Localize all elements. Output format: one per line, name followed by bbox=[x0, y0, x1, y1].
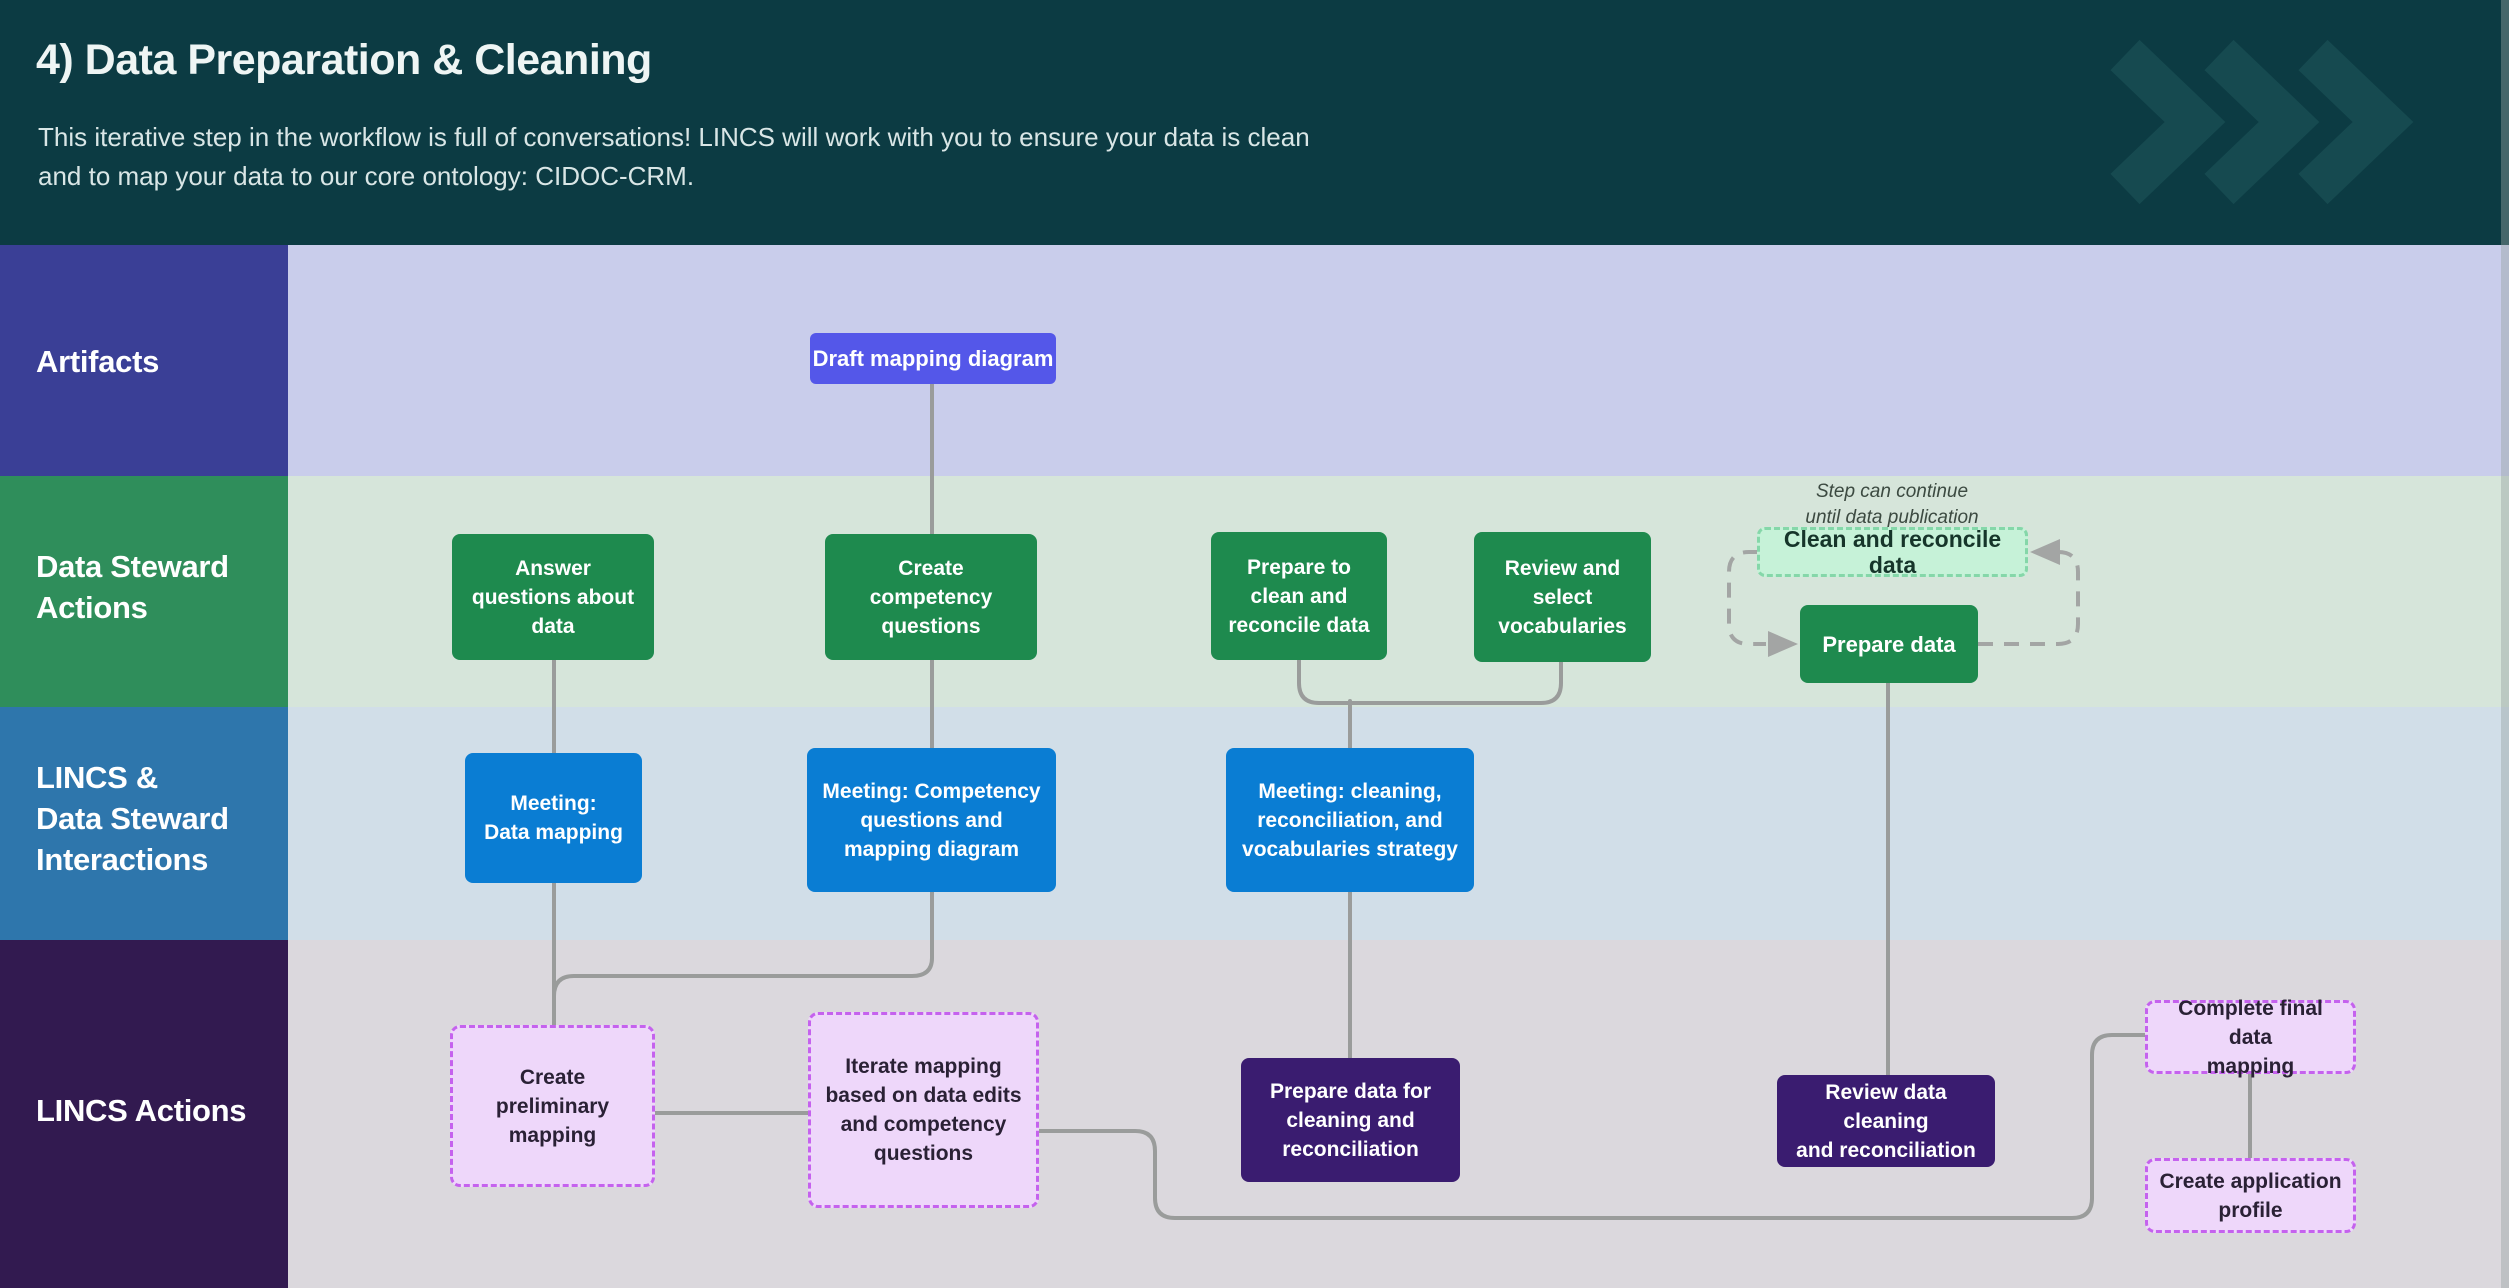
node-meeting-competency-questions: Meeting: Competency questions and mappin… bbox=[807, 748, 1056, 892]
slide-edge-strip bbox=[2501, 0, 2509, 1288]
lane-label-interactions: LINCS & Data Steward Interactions bbox=[0, 707, 288, 940]
lane-label-text: LINCS Actions bbox=[36, 1093, 247, 1128]
node-meeting-data-mapping: Meeting: Data mapping bbox=[465, 753, 642, 883]
page-title: 4) Data Preparation & Cleaning bbox=[36, 36, 652, 84]
lane-artifacts: Artifacts bbox=[0, 245, 2509, 476]
node-create-preliminary-mapping: Create preliminary mapping bbox=[450, 1025, 655, 1187]
page-subtitle: This iterative step in the workflow is f… bbox=[38, 122, 1310, 191]
node-draft-mapping-diagram: Draft mapping diagram bbox=[810, 333, 1056, 384]
node-iterate-mapping: Iterate mapping based on data edits and … bbox=[808, 1012, 1039, 1208]
node-create-application-profile: Create application profile bbox=[2145, 1158, 2356, 1233]
lane-label-text: Artifacts bbox=[36, 344, 160, 379]
node-create-competency-questions: Create competency questions bbox=[825, 534, 1037, 660]
node-prepare-data-for-cleaning: Prepare data for cleaning and reconcilia… bbox=[1241, 1058, 1460, 1182]
lane-label-text: Data Steward Actions bbox=[36, 549, 229, 625]
node-prepare-to-clean: Prepare to clean and reconcile data bbox=[1211, 532, 1387, 660]
node-review-select-vocabularies: Review and select vocabularies bbox=[1474, 532, 1651, 662]
node-review-data-cleaning: Review data cleaning and reconciliation bbox=[1777, 1075, 1995, 1167]
lane-label-artifacts: Artifacts bbox=[0, 245, 288, 476]
lane-label-lincs-actions: LINCS Actions bbox=[0, 940, 288, 1288]
node-prepare-data: Prepare data bbox=[1800, 605, 1978, 683]
lane-data-steward-actions: Data Steward Actions bbox=[0, 476, 2509, 707]
node-answer-questions: Answer questions about data bbox=[452, 534, 654, 660]
chevrons-icon bbox=[2110, 39, 2414, 205]
lane-label-data-steward-actions: Data Steward Actions bbox=[0, 476, 288, 707]
header-banner: 4) Data Preparation & Cleaning This iter… bbox=[0, 0, 2509, 245]
lane-label-text: LINCS & Data Steward Interactions bbox=[36, 760, 229, 877]
node-complete-final-mapping: Complete final data mapping bbox=[2145, 997, 2356, 1078]
node-meeting-cleaning-strategy: Meeting: cleaning, reconciliation, and v… bbox=[1226, 748, 1474, 892]
loop-annotation: Step can continue until data publication bbox=[1805, 481, 1979, 528]
node-clean-and-reconcile-data: Clean and reconcile data bbox=[1757, 526, 2028, 578]
